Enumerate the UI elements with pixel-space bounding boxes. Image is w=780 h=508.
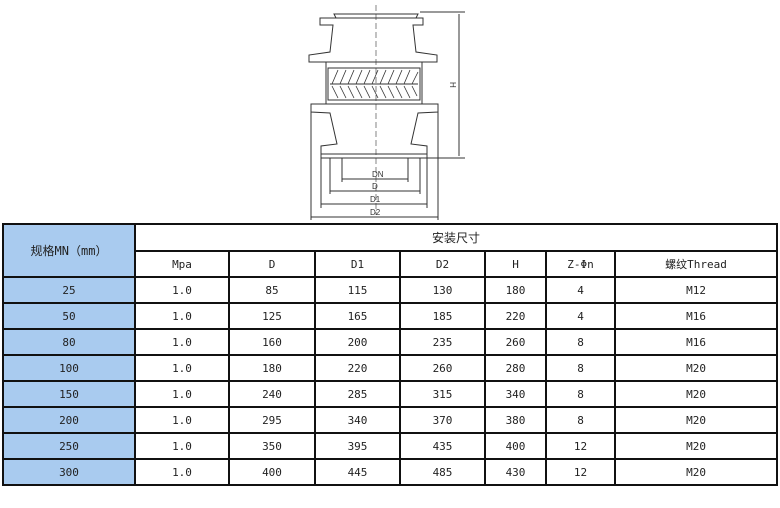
spec-cell: 100 xyxy=(2,354,136,382)
table-cell: M20 xyxy=(613,380,779,408)
table-cell: 235 xyxy=(399,328,486,356)
column-header: Mpa xyxy=(134,250,230,278)
table-cell: M20 xyxy=(613,432,779,460)
table-cell: 400 xyxy=(484,432,547,460)
column-header: Z-Φn xyxy=(545,250,616,278)
table-cell: 180 xyxy=(484,276,547,304)
spec-cell: 200 xyxy=(2,406,136,434)
spec-cell: 80 xyxy=(2,328,136,356)
table-cell: 340 xyxy=(314,406,401,434)
table-cell: M20 xyxy=(613,406,779,434)
table-cell: 8 xyxy=(545,328,616,356)
column-header: D2 xyxy=(399,250,486,278)
table-cell: M16 xyxy=(613,302,779,330)
table-cell: 160 xyxy=(228,328,316,356)
d-label: D xyxy=(372,182,378,191)
table-cell: 1.0 xyxy=(134,406,230,434)
table-cell: 1.0 xyxy=(134,458,230,486)
table-cell: 315 xyxy=(399,380,486,408)
column-header: D1 xyxy=(314,250,401,278)
h-label: H xyxy=(448,82,457,88)
table-cell: 8 xyxy=(545,380,616,408)
table-cell: 285 xyxy=(314,380,401,408)
spec-header: 规格MN（mm） xyxy=(2,223,136,278)
table-cell: 485 xyxy=(399,458,486,486)
table-cell: 185 xyxy=(399,302,486,330)
table-cell: 380 xyxy=(484,406,547,434)
table-cell: 430 xyxy=(484,458,547,486)
table-cell: 295 xyxy=(228,406,316,434)
table-cell: M12 xyxy=(613,276,779,304)
table-cell: M20 xyxy=(613,458,779,486)
table-cell: 4 xyxy=(545,276,616,304)
table-cell: 165 xyxy=(314,302,401,330)
table-cell: 280 xyxy=(484,354,547,382)
table-cell: 180 xyxy=(228,354,316,382)
table-cell: 220 xyxy=(314,354,401,382)
table-cell: 12 xyxy=(545,458,616,486)
table-cell: 130 xyxy=(399,276,486,304)
column-header: D xyxy=(228,250,316,278)
column-header: 螺纹Thread xyxy=(613,250,779,278)
table-cell: 85 xyxy=(228,276,316,304)
table-cell: 1.0 xyxy=(134,276,230,304)
table-cell: 4 xyxy=(545,302,616,330)
installation-dimensions-header: 安装尺寸 xyxy=(133,223,779,252)
table-cell: 1.0 xyxy=(134,302,230,330)
spec-cell: 150 xyxy=(2,380,136,408)
table-cell: 395 xyxy=(314,432,401,460)
table-cell: 12 xyxy=(545,432,616,460)
d2-label: D2 xyxy=(370,208,381,217)
table-cell: 260 xyxy=(484,328,547,356)
spec-cell: 250 xyxy=(2,432,136,460)
table-cell: 400 xyxy=(228,458,316,486)
table-cell: 260 xyxy=(399,354,486,382)
table-cell: 115 xyxy=(314,276,401,304)
table-cell: M20 xyxy=(613,354,779,382)
spec-cell: 50 xyxy=(2,302,136,330)
table-cell: 8 xyxy=(545,406,616,434)
table-cell: 1.0 xyxy=(134,432,230,460)
table-cell: 1.0 xyxy=(134,328,230,356)
table-cell: 8 xyxy=(545,354,616,382)
table-cell: 200 xyxy=(314,328,401,356)
spec-cell: 25 xyxy=(2,276,136,304)
table-cell: 240 xyxy=(228,380,316,408)
table-cell: 220 xyxy=(484,302,547,330)
table-cell: 1.0 xyxy=(134,354,230,382)
table-cell: 125 xyxy=(228,302,316,330)
table-cell: 370 xyxy=(399,406,486,434)
table-cell: 435 xyxy=(399,432,486,460)
table-cell: 340 xyxy=(484,380,547,408)
table-cell: 1.0 xyxy=(134,380,230,408)
compensator-drawing: DN D D1 D2 H xyxy=(308,5,465,220)
table-cell: 350 xyxy=(228,432,316,460)
dn-label: DN xyxy=(372,170,384,179)
table-cell: M16 xyxy=(613,328,779,356)
column-header: H xyxy=(484,250,547,278)
table-cell: 445 xyxy=(314,458,401,486)
d1-label: D1 xyxy=(370,195,381,204)
spec-cell: 300 xyxy=(2,458,136,486)
